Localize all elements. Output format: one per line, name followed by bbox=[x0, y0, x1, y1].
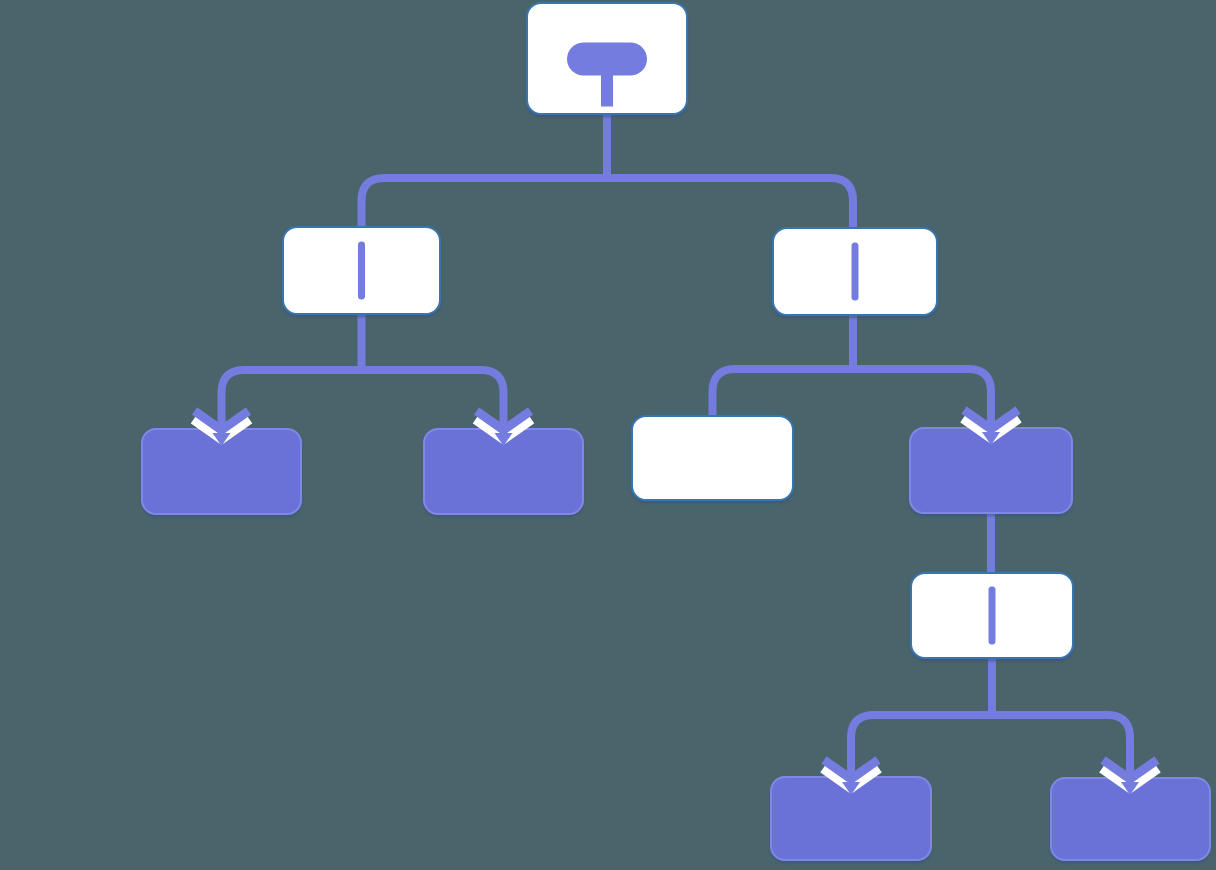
arrow-tip bbox=[1121, 782, 1139, 795]
pill-shape bbox=[567, 42, 647, 76]
vertical-bar-icon bbox=[851, 242, 859, 301]
connector-line bbox=[217, 366, 362, 427]
chevron-arrow-down-icon bbox=[1099, 744, 1161, 795]
connector bbox=[847, 656, 1134, 776]
connector-line bbox=[853, 365, 995, 426]
pill-with-stem-icon bbox=[567, 42, 647, 107]
arrow-tip bbox=[494, 433, 513, 446]
arrow-chevron-purple bbox=[191, 407, 252, 436]
connector-line bbox=[847, 711, 992, 776]
pill-stem bbox=[601, 74, 613, 107]
connector-line bbox=[708, 365, 853, 422]
arrow-chevron-purple bbox=[473, 407, 534, 436]
chevron-arrow-down-icon bbox=[190, 395, 253, 446]
vertical-bar-icon bbox=[988, 586, 996, 645]
connector-line bbox=[607, 174, 857, 234]
connector-line bbox=[992, 711, 1134, 776]
vertical-bar-icon bbox=[358, 241, 365, 300]
empty-white-node[interactable] bbox=[631, 415, 794, 501]
chevron-arrow-down-icon bbox=[472, 395, 535, 446]
pass-through-node-group bbox=[910, 572, 1074, 659]
connector bbox=[708, 313, 995, 426]
branch-node-left-group bbox=[282, 226, 441, 315]
root-node-group bbox=[526, 2, 688, 115]
connector-layer bbox=[217, 112, 1134, 776]
empty-white-node-group bbox=[631, 415, 794, 501]
chevron-arrow-down-icon bbox=[820, 744, 882, 795]
arrow-tip bbox=[842, 782, 860, 795]
connector bbox=[357, 112, 857, 234]
chevron-arrow-down-icon bbox=[960, 394, 1022, 445]
arrow-chevron-purple bbox=[961, 406, 1021, 435]
arrow-tip bbox=[982, 432, 1000, 445]
arrow-chevron-purple bbox=[1100, 756, 1160, 785]
arrow-layer bbox=[190, 394, 1161, 795]
connector-line bbox=[361, 366, 508, 427]
connector bbox=[217, 312, 508, 427]
connector-line bbox=[357, 174, 607, 233]
branch-node-right-group bbox=[772, 227, 938, 316]
arrow-tip bbox=[212, 433, 231, 446]
node-layer bbox=[141, 2, 1211, 861]
arrow-chevron-purple bbox=[821, 756, 881, 785]
